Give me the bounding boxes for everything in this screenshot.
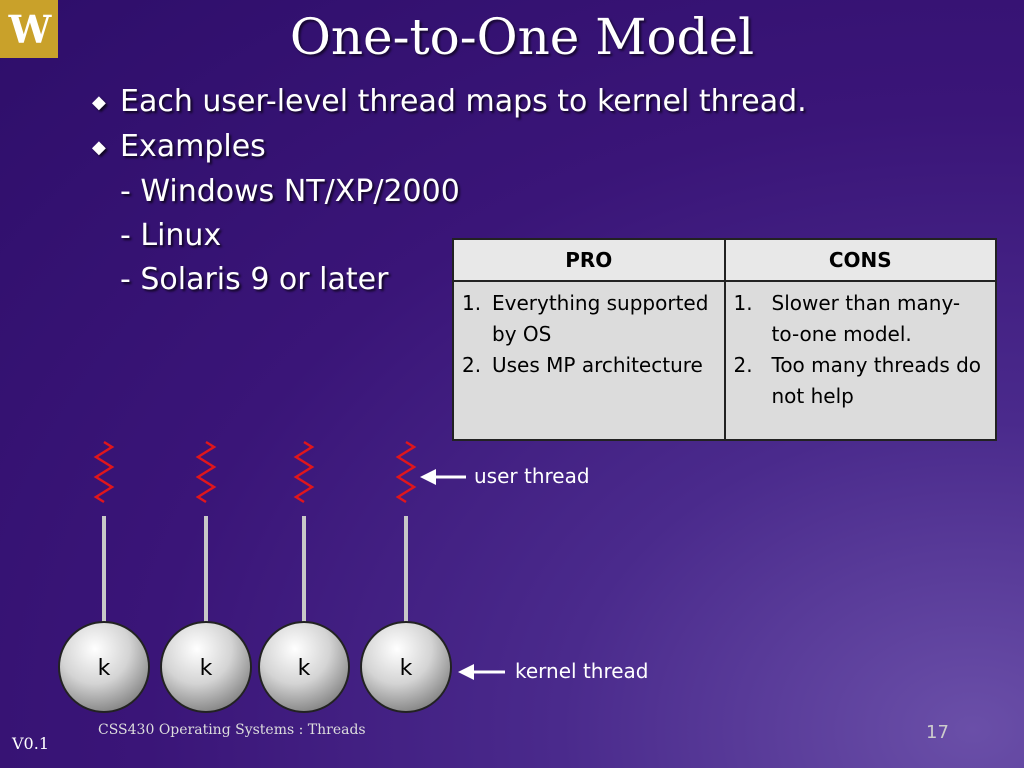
user-thread-squiggle-icon	[195, 440, 217, 504]
example-item: - Solaris 9 or later	[120, 262, 389, 297]
bullet-item: ◆ Each user-level thread maps to kernel t…	[92, 80, 807, 125]
user-thread-label: user thread	[474, 464, 590, 488]
version-label: V0.1	[12, 734, 49, 753]
diamond-bullet-icon: ◆	[92, 92, 106, 113]
pro-item: 2. Uses MP architecture	[462, 350, 716, 381]
table-header-row: PRO CONS	[452, 238, 997, 282]
cons-cell: 1. Slower than many-to-one model. 2. Too m…	[723, 280, 997, 441]
kernel-thread-letter: k	[298, 656, 311, 681]
diamond-bullet-icon: ◆	[92, 137, 106, 158]
pro-cell: 1. Everything supported by OS 2. Uses MP a…	[452, 280, 726, 441]
user-thread-arrow-icon	[420, 469, 466, 485]
example-item: - Linux	[120, 218, 222, 253]
kernel-thread-letter: k	[200, 656, 213, 681]
user-thread-squiggle-icon	[395, 440, 417, 504]
pros-cons-table: PRO CONS 1. Everything supported by OS 2.…	[452, 238, 997, 441]
bullet-text: Examples	[120, 129, 266, 164]
item-text: Uses MP architecture	[492, 353, 703, 377]
item-text: Everything supported by OS	[492, 291, 709, 346]
logo-letter: W	[8, 6, 52, 52]
kernel-thread-label: kernel thread	[515, 659, 649, 683]
cons-header: CONS	[723, 238, 997, 282]
bullet-item: ◆ Examples	[92, 125, 807, 170]
kernel-thread-circle	[258, 621, 350, 713]
item-number: 2.	[462, 353, 482, 377]
cons-item: 2. Too many threads do not help	[734, 350, 988, 412]
pro-item: 1. Everything supported by OS	[462, 288, 716, 350]
pro-header: PRO	[452, 238, 726, 282]
table-row: 1. Everything supported by OS 2. Uses MP a…	[452, 280, 997, 441]
user-thread-squiggle-icon	[293, 440, 315, 504]
course-footer: CSS430 Operating Systems : Threads	[98, 722, 366, 738]
item-text: Slower than many-to-one model.	[771, 291, 961, 346]
kernel-thread-circle	[160, 621, 252, 713]
kernel-thread-letter: k	[98, 656, 111, 681]
item-number: 2.	[733, 353, 753, 377]
cons-item: 1. Slower than many-to-one model.	[734, 288, 988, 350]
user-thread-squiggle-icon	[93, 440, 115, 504]
example-item: - Windows NT/XP/2000	[120, 174, 460, 209]
page-number: 17	[926, 722, 949, 743]
bullet-list: ◆ Each user-level thread maps to kernel t…	[92, 80, 807, 302]
kernel-thread-letter: k	[400, 656, 413, 681]
item-text: Too many threads do not help	[771, 353, 982, 408]
university-logo: W	[0, 0, 58, 58]
item-number: 1.	[462, 291, 482, 315]
bullet-text: Each user-level thread maps to kernel th…	[120, 84, 807, 119]
slide-title: One-to-One Model	[289, 8, 755, 66]
kernel-thread-circle	[360, 621, 452, 713]
kernel-thread-circle	[58, 621, 150, 713]
kernel-thread-arrow-icon	[458, 664, 505, 680]
item-number: 1.	[733, 291, 753, 315]
